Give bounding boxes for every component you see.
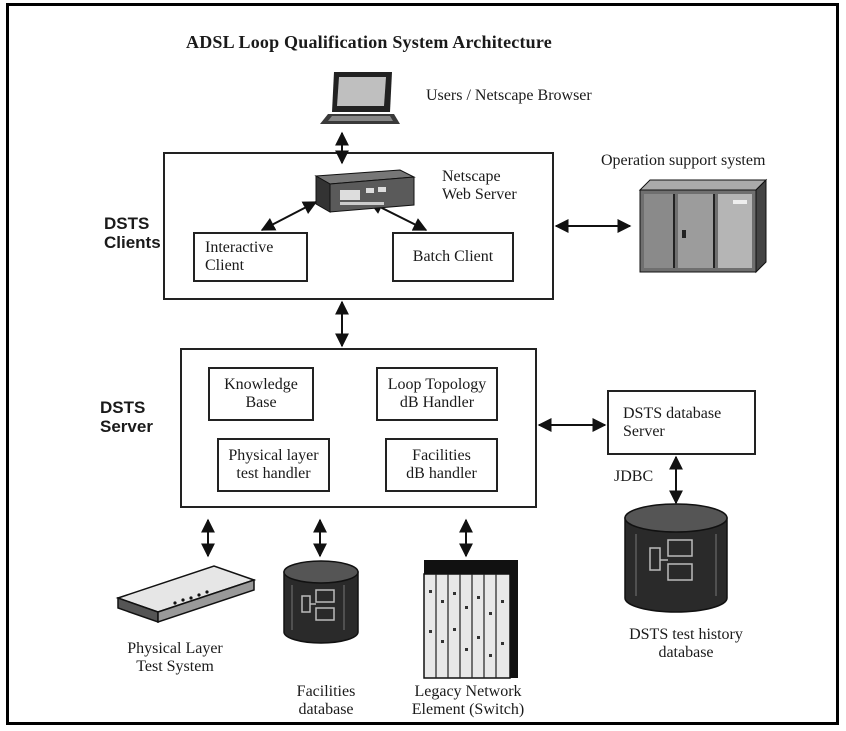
database-icon [624, 503, 728, 613]
legacy-switch-label: Legacy Network Element (Switch) [411, 683, 525, 718]
database-icon [283, 560, 359, 644]
phys-test-system-label: Physical Layer Test System [127, 640, 223, 675]
facilities-db-handler-box: Facilities dB handler [385, 438, 498, 492]
physical-layer-test-handler-box: Physical layer test handler [217, 438, 330, 492]
web-server-icon [314, 169, 416, 213]
dsts-database-server-box: DSTS database Server [607, 390, 756, 455]
batch-client-box: Batch Client [392, 232, 514, 282]
history-db-label: DSTS test history database [629, 626, 743, 661]
web-server-label: Netscape Web Server [442, 168, 517, 203]
diagram-title: ADSL Loop Qualification System Architect… [186, 32, 552, 52]
laptop-icon [320, 72, 400, 124]
figure-frame [6, 3, 839, 725]
clients-section-label: DSTS Clients [104, 214, 161, 252]
oss-cabinet-icon [638, 178, 768, 274]
knowledge-base-box: Knowledge Base [208, 367, 314, 421]
facilities-db-label: Facilities database [296, 683, 356, 718]
jdbc-label: JDBC [614, 468, 654, 485]
loop-topology-handler-box: Loop Topology dB Handler [376, 367, 498, 421]
server-section-label: DSTS Server [100, 398, 153, 436]
test-system-icon [115, 565, 257, 624]
arrow-webserver-interactive [260, 201, 318, 231]
switch-rack-icon [423, 560, 518, 679]
users-label: Users / Netscape Browser [426, 87, 592, 104]
interactive-client-box: Interactive Client [193, 232, 308, 282]
oss-label: Operation support system [601, 152, 766, 169]
